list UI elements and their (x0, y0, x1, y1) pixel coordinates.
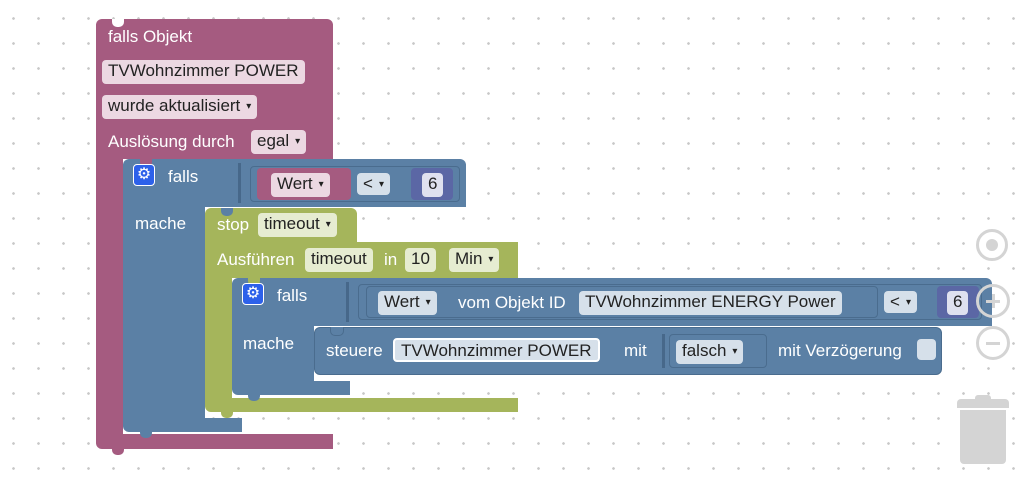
delay-checkbox[interactable] (917, 339, 936, 360)
stop-label: stop (217, 215, 250, 234)
unit-dropdown[interactable]: Min ▾ (449, 248, 500, 272)
wert-label-2: Wert (384, 292, 420, 311)
condition-value: wurde aktualisiert (108, 96, 241, 115)
trigger-value: egal (257, 131, 290, 150)
chevron-down-icon: ▾ (378, 179, 384, 190)
operator-dropdown-1[interactable]: <▾ (357, 173, 390, 195)
chevron-down-icon: ▾ (732, 346, 738, 357)
gear-icon[interactable]: ⚙ (242, 283, 264, 305)
timeout-name-field[interactable]: timeout (305, 248, 373, 272)
number-field-1[interactable]: 6 (422, 173, 444, 197)
wert-dropdown-2[interactable]: Wert ▾ (378, 291, 437, 315)
in-label: in (384, 250, 398, 269)
operator-label: < (363, 174, 373, 193)
plus-icon[interactable] (976, 284, 1010, 318)
wert-dropdown-1[interactable]: Wert ▾ (271, 173, 330, 197)
trigger-header: falls Objekt (108, 27, 193, 46)
chevron-down-icon: ▾ (488, 254, 494, 265)
if2-falls-label: falls (277, 286, 308, 305)
delay-label: mit Verzögerung (778, 341, 902, 360)
stop-dropdown[interactable]: timeout ▾ (258, 213, 337, 237)
object-field[interactable]: TVWohnzimmer POWER (102, 60, 305, 84)
trigger-label: Auslösung durch (108, 132, 235, 151)
number-field-2[interactable]: 6 (947, 291, 969, 315)
trigger-dropdown[interactable]: egal ▾ (251, 130, 307, 154)
chevron-down-icon: ▾ (425, 297, 431, 308)
chevron-down-icon: ▾ (325, 219, 331, 230)
condition-dropdown[interactable]: wurde aktualisiert ▾ (102, 95, 258, 119)
execute-label: Ausführen (217, 250, 295, 269)
if2-mache-label: mache (243, 334, 295, 353)
chevron-down-icon: ▾ (905, 297, 911, 308)
if-mache-label: mache (135, 214, 187, 233)
operator-label-2: < (890, 292, 900, 311)
chevron-down-icon: ▾ (246, 101, 252, 112)
mit-label: mit (624, 341, 647, 360)
control-object-field[interactable]: TVWohnzimmer POWER (393, 338, 600, 362)
compare-block-2[interactable]: Wert ▾ vom Objekt ID TVWohnzimmer ENERGY … (358, 284, 982, 320)
wert-label: Wert (277, 174, 313, 193)
control-label: steuere (326, 341, 383, 360)
if-falls-label: falls (168, 167, 199, 186)
object-id-field[interactable]: TVWohnzimmer ENERGY Power (579, 291, 842, 315)
stop-value: timeout (264, 214, 320, 233)
minus-icon[interactable] (976, 326, 1010, 360)
gear-icon[interactable]: ⚙ (133, 164, 155, 186)
control-value: falsch (682, 341, 727, 360)
unit-value: Min (455, 249, 483, 268)
chevron-down-icon: ▾ (318, 179, 324, 190)
chevron-down-icon: ▾ (295, 136, 301, 147)
amount-field[interactable]: 10 (405, 248, 436, 272)
control-value-dropdown[interactable]: falsch ▾ (676, 340, 744, 364)
target-icon[interactable] (976, 229, 1008, 261)
vom-objekt-label: vom Objekt ID (458, 293, 566, 312)
compare-block-1[interactable]: Wert▾ <▾ 6 (250, 166, 460, 202)
operator-dropdown-2[interactable]: <▾ (884, 291, 917, 313)
